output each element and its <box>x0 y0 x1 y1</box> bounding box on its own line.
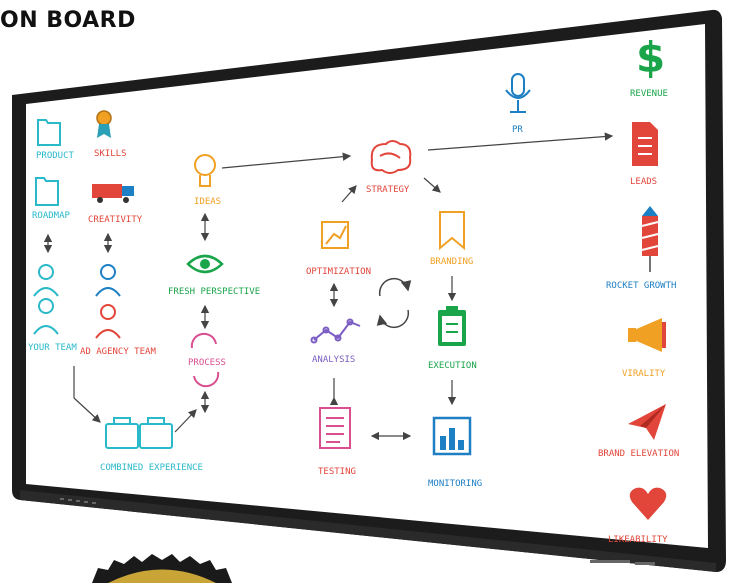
brand-elevation-label: BRAND ELEVATION <box>598 449 679 459</box>
branding-label: BRANDING <box>430 257 473 267</box>
analysis-label: ANALYSIS <box>312 355 355 365</box>
award-seal <box>92 554 232 583</box>
roadmap-label: ROADMAP <box>32 211 71 221</box>
product-label: PRODUCT <box>36 151 75 161</box>
testing-label: TESTING <box>318 467 356 477</box>
chart-icon <box>321 221 349 249</box>
front-buttons <box>60 498 655 565</box>
virality-label: VIRALITY <box>622 369 666 379</box>
rocket-icon <box>641 206 659 272</box>
lightbulb-icon <box>194 154 216 187</box>
person-icon <box>95 264 121 339</box>
document-icon <box>319 407 351 449</box>
process-label: PROCESS <box>188 358 226 368</box>
heart-icon <box>629 487 667 520</box>
execution-label: EXECUTION <box>428 361 477 371</box>
person-icon <box>33 264 59 335</box>
revenue-label: REVENUE <box>630 89 668 99</box>
cycle-icon <box>376 278 412 328</box>
page-title: ON BOARD <box>0 8 136 33</box>
line-graph-icon <box>310 318 361 344</box>
fresh-perspective-label: FRESH PERSPECTIVE <box>168 287 260 297</box>
combined-experience-label: COMBINED EXPERIENCE <box>100 463 203 473</box>
ideas-label: IDEAS <box>194 197 221 207</box>
creativity-label: CREATIVITY <box>88 215 143 225</box>
clipboard-icon <box>438 306 466 346</box>
ad-agency-team-label: AD AGENCY TEAM <box>80 347 156 357</box>
folder-icon <box>37 119 61 146</box>
rocket-growth-label: ROCKET GROWTH <box>606 281 676 291</box>
pr-label: PR <box>512 125 523 135</box>
truck-icon <box>92 184 134 203</box>
skills-label: SKILLS <box>94 149 127 159</box>
document-icon <box>632 122 658 166</box>
monitoring-label: MONITORING <box>428 479 482 489</box>
microphone-icon <box>505 73 531 113</box>
dollar-icon: $ <box>636 33 665 82</box>
paper-plane-icon <box>628 404 666 440</box>
likeability-label: LIKEABILITY <box>608 535 668 545</box>
strategy-label: STRATEGY <box>366 185 410 195</box>
ribbon-icon <box>96 110 112 138</box>
megaphone-icon <box>628 318 666 352</box>
optimization-label: OPTIMIZATION <box>306 267 371 277</box>
eye-icon <box>186 254 224 274</box>
brain-icon <box>370 140 412 174</box>
folder-icon <box>35 177 59 206</box>
your-team-label: YOUR TEAM <box>28 343 77 353</box>
bookmark-icon <box>439 211 465 251</box>
leads-label: LEADS <box>630 177 657 187</box>
cycle-icon <box>190 332 220 388</box>
bar-chart-icon <box>432 416 472 456</box>
briefcase-icon <box>105 417 173 449</box>
